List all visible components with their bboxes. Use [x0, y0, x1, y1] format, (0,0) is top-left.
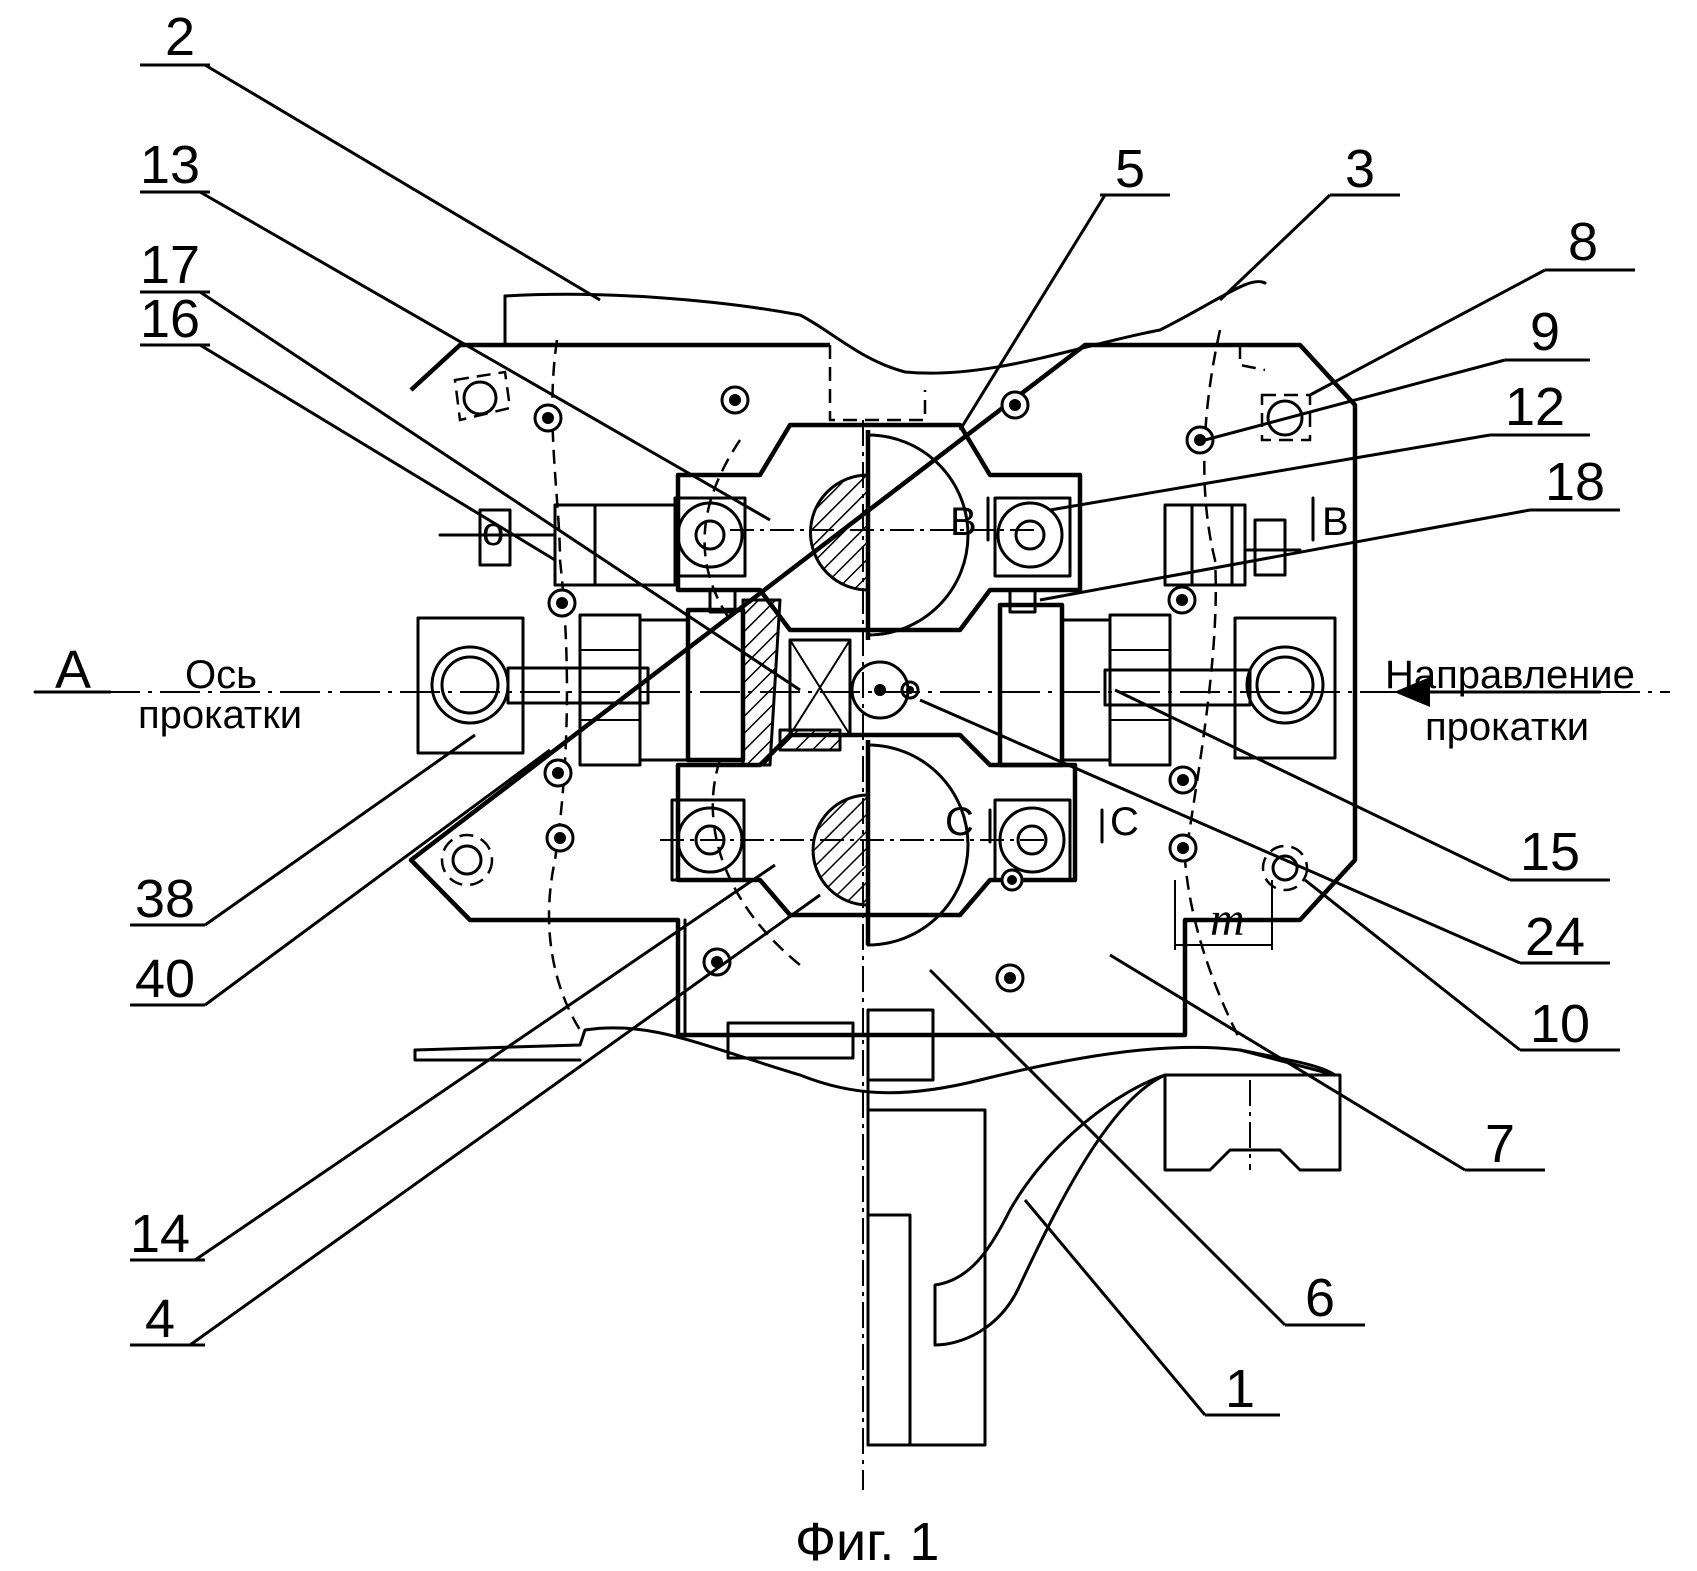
section-c-right: C	[1110, 800, 1139, 844]
callout-24: 24	[1525, 907, 1585, 967]
callout-15: 15	[1520, 822, 1580, 882]
callout-3: 3	[1345, 139, 1375, 199]
axis-labels: A Ось прокатки Направление прокатки	[55, 640, 1635, 749]
figure-caption: Фиг. 1	[795, 1512, 939, 1571]
callout-40: 40	[135, 949, 195, 1009]
callout-16: 16	[140, 289, 200, 349]
direction-label-line2: прокатки	[1425, 705, 1589, 749]
callout-13: 13	[140, 135, 200, 195]
section-b-right: B	[1322, 500, 1349, 544]
axis-label-line1: Ось	[185, 653, 257, 697]
callout-14: 14	[130, 1204, 190, 1264]
section-b-left: B	[950, 500, 977, 544]
callout-2: 2	[165, 7, 195, 67]
callout-5: 5	[1115, 139, 1145, 199]
right-screw-middle	[1062, 615, 1335, 765]
callout-6: 6	[1305, 1268, 1335, 1328]
callout-9: 9	[1530, 302, 1560, 362]
callout-7: 7	[1485, 1114, 1515, 1174]
callout-17: 17	[140, 235, 200, 295]
section-c-left: C	[945, 800, 974, 844]
axis-letter-a: A	[55, 640, 91, 700]
callout-38: 38	[135, 869, 195, 929]
callout-18: 18	[1545, 452, 1605, 512]
callout-10: 10	[1530, 994, 1590, 1054]
callout-1: 1	[1225, 1359, 1255, 1419]
callout-4: 4	[145, 1289, 175, 1349]
leader-lines	[130, 65, 1635, 1415]
callout-12: 12	[1505, 377, 1565, 437]
left-screw-middle	[418, 615, 688, 765]
direction-label-line1: Направление	[1385, 653, 1635, 697]
pivot-top-left	[675, 498, 745, 576]
callout-8: 8	[1568, 212, 1598, 272]
upper-roll	[811, 430, 969, 640]
axis-label-line2: прокатки	[138, 693, 302, 737]
base-stand	[728, 420, 1340, 1490]
dimension-m: m	[1210, 893, 1245, 946]
